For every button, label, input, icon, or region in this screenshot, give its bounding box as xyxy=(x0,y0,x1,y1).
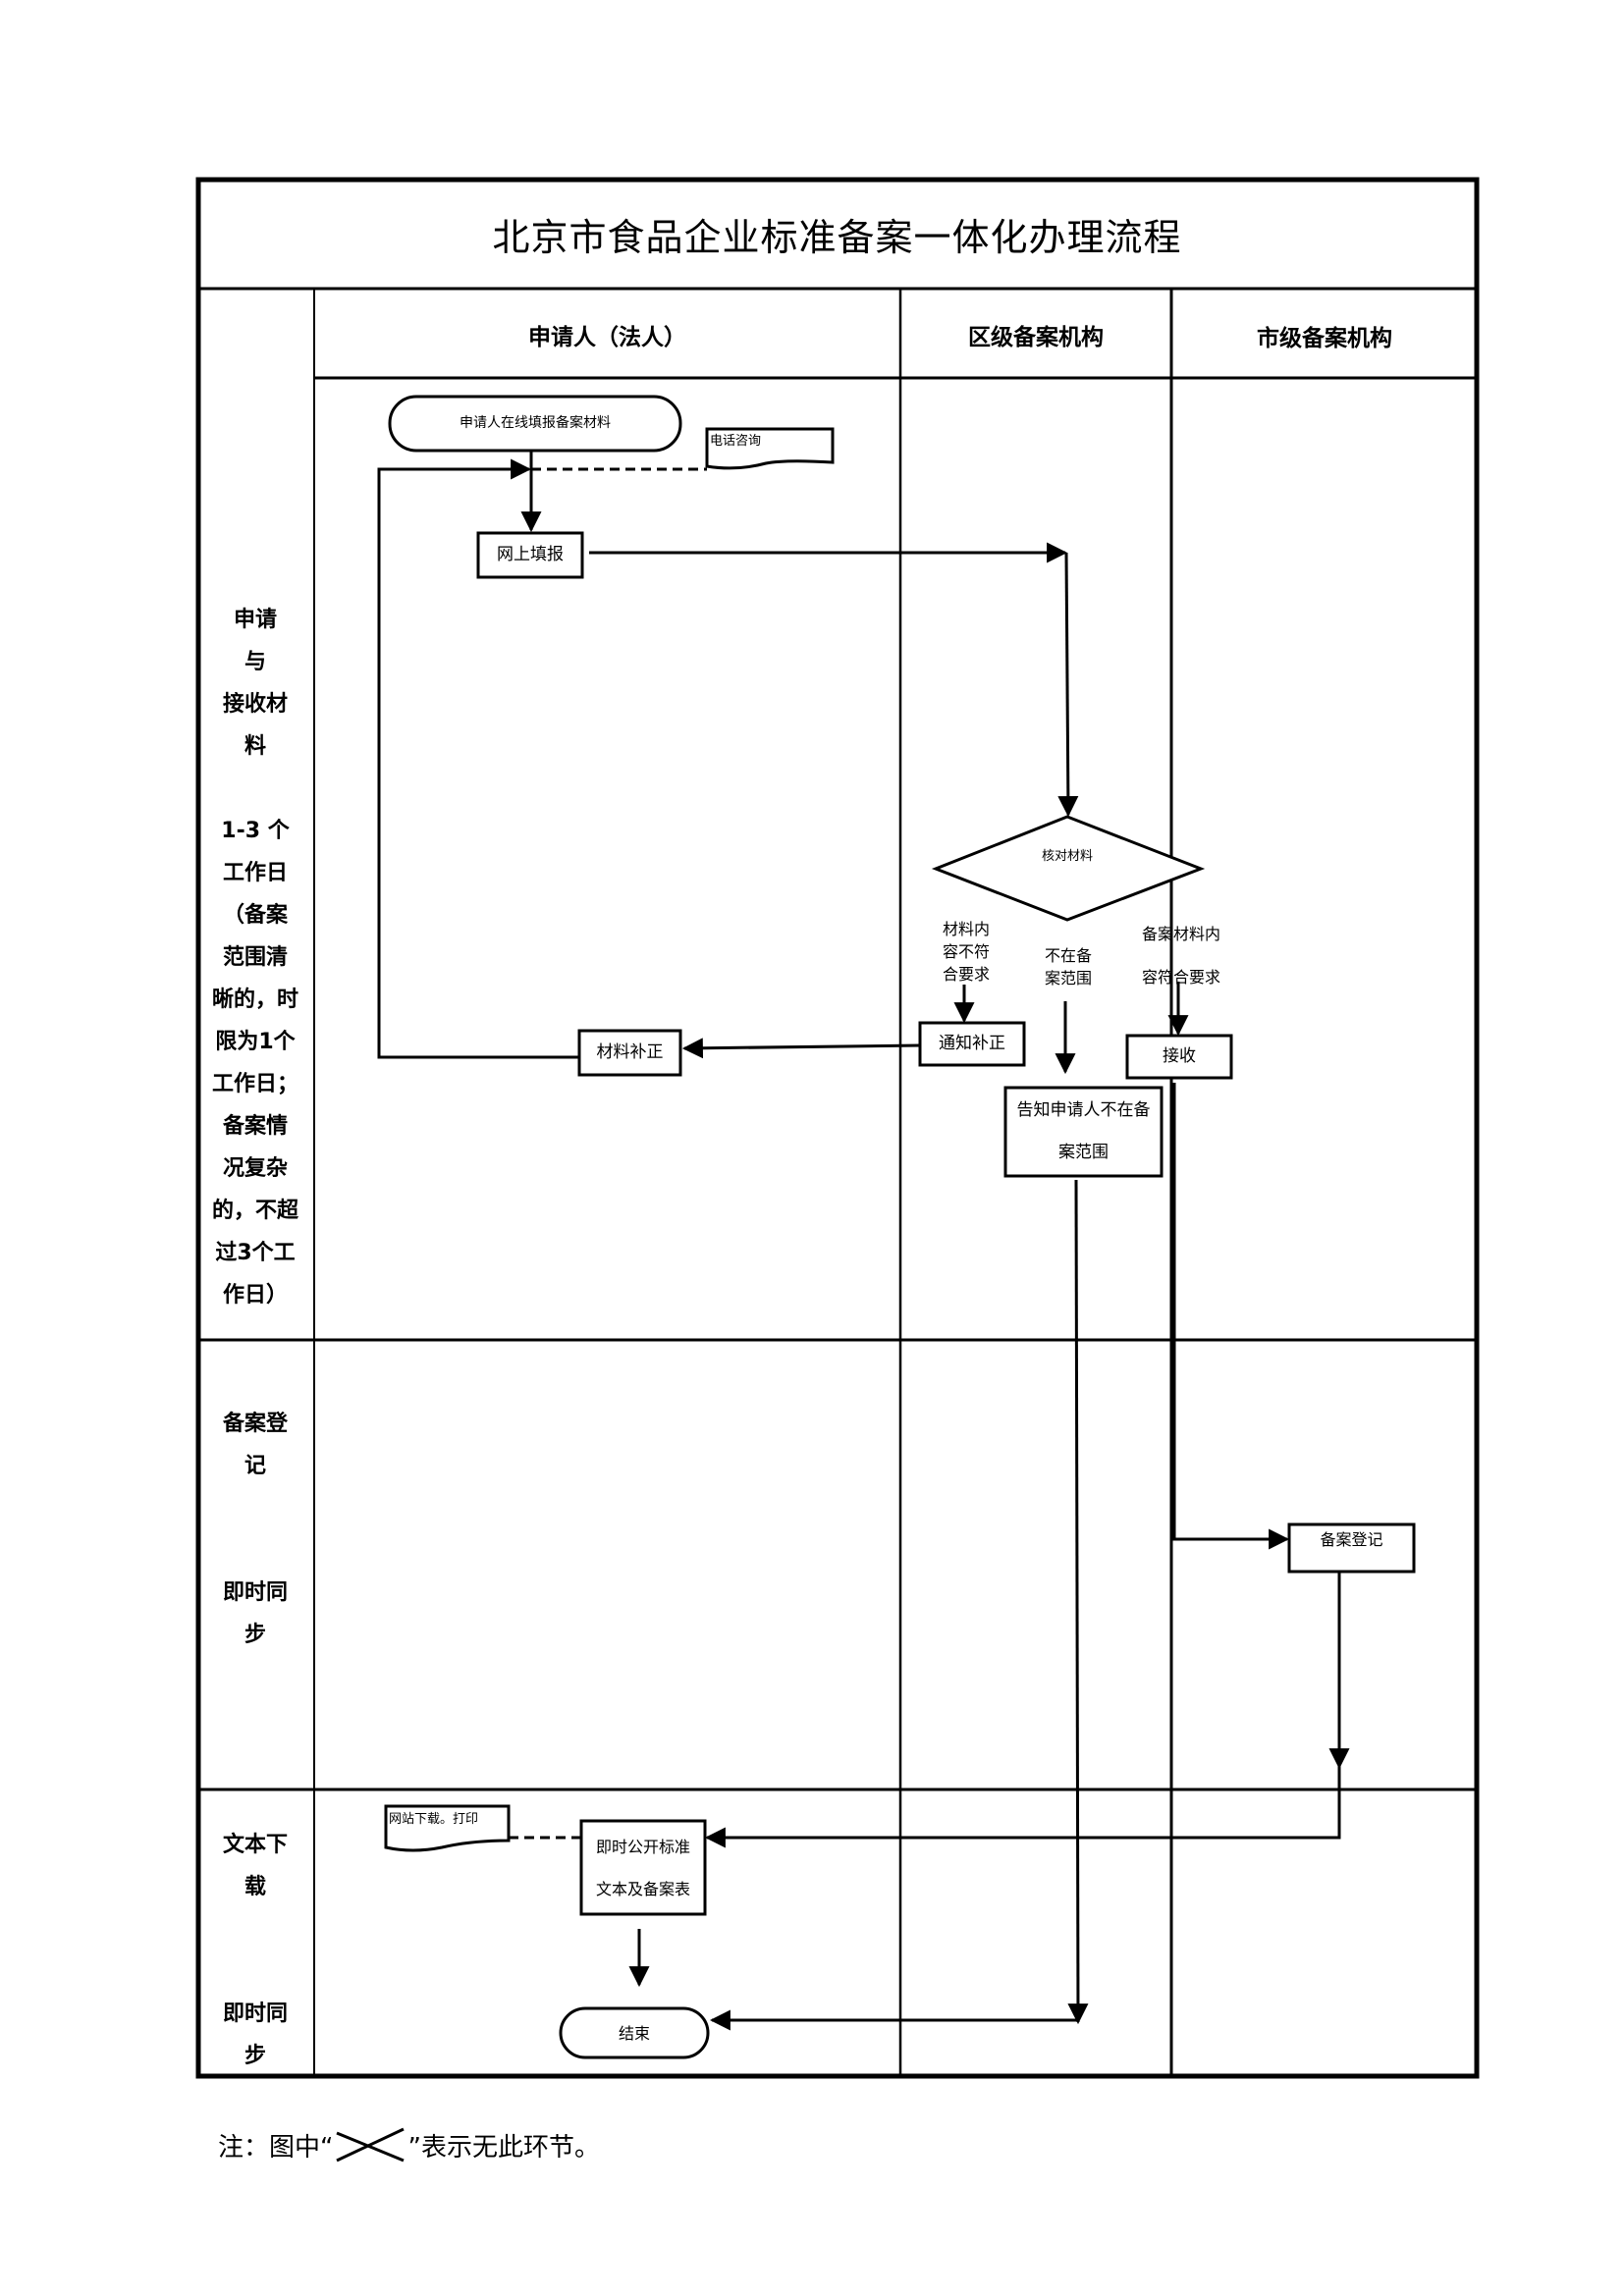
footnote: 注：图中“ ”表示无此环节。 xyxy=(218,2125,600,2164)
start-terminal xyxy=(388,395,682,453)
phone-consult-label: 电话咨询 xyxy=(710,434,762,449)
material-correction-label: 材料补正 xyxy=(596,1042,664,1062)
publish-label: 即时公开标准 文本及备案表 xyxy=(595,1838,690,1898)
stage-1-label: 申请 与 接收材 料 1-3 个 工作日 （备案 范围清 晰的，时 限为1个 工… xyxy=(211,608,298,1308)
lane-header-applicant: 申请人（法人） xyxy=(528,324,686,350)
arrow-out-of-scope-down xyxy=(1067,1179,1089,2025)
start-terminal-label: 申请人在线填报备案材料 xyxy=(460,415,611,431)
phone-consult-document xyxy=(705,427,835,470)
material-correction-box xyxy=(577,1029,682,1077)
end-terminal xyxy=(559,2006,710,2059)
check-materials-label: 核对材料 xyxy=(1041,848,1093,864)
registration-label: 备案登记 xyxy=(1320,1529,1383,1549)
lane-header-district: 区级备案机构 xyxy=(968,324,1104,350)
footnote-prefix: 注：图中“ xyxy=(218,2132,334,2163)
arrow-correction-loop xyxy=(377,458,579,1059)
lane-header-city: 市级备案机构 xyxy=(1257,326,1392,351)
check-materials-diamond xyxy=(931,815,1206,922)
arrow-to-check-materials xyxy=(1057,552,1079,818)
download-print-document xyxy=(384,1804,511,1852)
outer-border xyxy=(195,177,1480,2079)
arrow-receive-to-registration xyxy=(1172,1083,1290,1550)
table-grid xyxy=(195,177,1480,2079)
online-fill-label: 网上填报 xyxy=(497,545,564,564)
registration-box xyxy=(1287,1522,1416,1574)
page-title: 北京市食品企业标准备案一体化办理流程 xyxy=(492,215,1182,259)
publish-box xyxy=(579,1819,707,1916)
cross-icon xyxy=(336,2127,406,2163)
footnote-suffix: ”表示无此环节。 xyxy=(407,2132,600,2163)
arrow-to-material-correction xyxy=(681,1038,921,1059)
receive-box xyxy=(1125,1034,1233,1080)
stage-2-label: 备案登 记 即时同 步 xyxy=(222,1412,288,1647)
out-of-scope-box xyxy=(1003,1086,1164,1178)
branch-label-non-compliant: 材料内 容不符 合要求 xyxy=(942,920,990,984)
end-terminal-label: 结束 xyxy=(618,2023,650,2043)
branch-label-compliant: 备案材料内 容符合要求 xyxy=(1141,925,1220,987)
notify-correction-box xyxy=(918,1021,1026,1067)
receive-label: 接收 xyxy=(1163,1046,1196,1066)
branch-label-out-of-scope: 不在备 案范围 xyxy=(1044,946,1092,988)
notify-correction-label: 通知补正 xyxy=(939,1034,1005,1053)
download-print-label: 网站下载。打印 xyxy=(389,1812,479,1827)
stage-3-label: 文本下 载 即时同 步 xyxy=(222,1833,288,2068)
out-of-scope-label: 告知申请人不在备案范围 xyxy=(1016,1100,1151,1162)
online-fill-box xyxy=(476,531,584,579)
arrow-to-publish xyxy=(704,1767,1341,1848)
